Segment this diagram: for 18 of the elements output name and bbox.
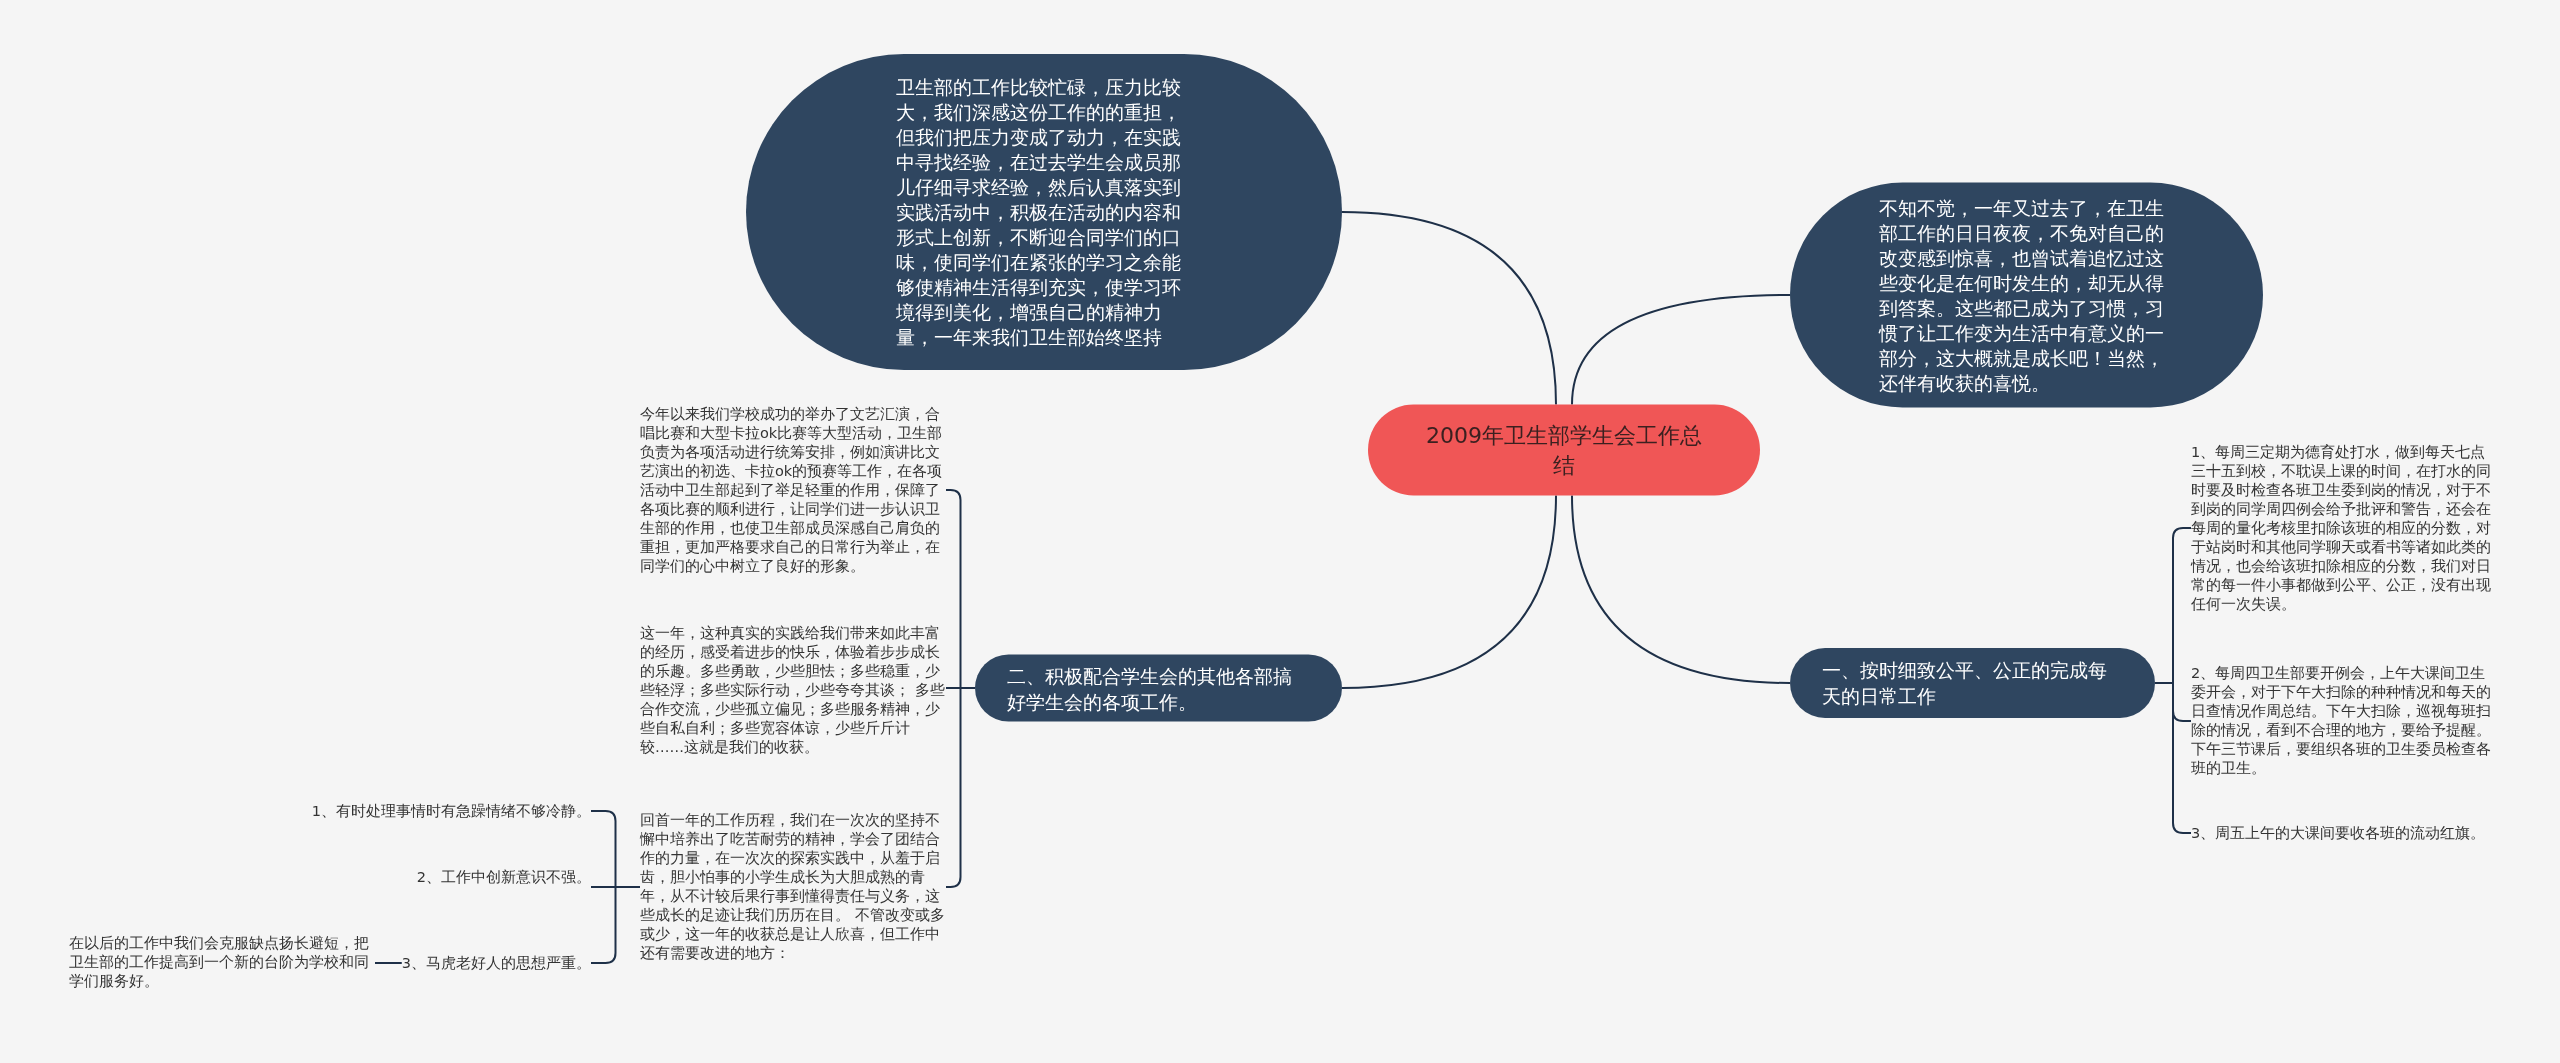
note-text: 回首一年的工作历程，我们在一次次的坚持不懈中培养出了吃苦耐劳的精神，学会了团结合作的力量，在一次次的探索实践中，从羞于启齿，胆小怕事的小学生成长为大胆成熟的青年，从不计较后果行事到懂得责任与义务，这些成长的足迹让我们历历在目。 不管改变或多或少，这一年的收获总是让人欣喜，但工作中还有需要改进的地方： [640,811,946,963]
note-text: 2、每周四卫生部要开例会，上午大课间卫生委开会，对于下午大扫除的种种情况和每天的日查情况作周总结。下午大扫除，巡视每班扫除的情况，看到不合理的地方，要给予提醒。下午三节课后，要组织各班的卫生委员检查各班的卫生。 [2191,664,2497,778]
connector-line [1341,211,1557,406]
connector-line [1341,494,1557,689]
note-text: 今年以来我们学校成功的举办了文艺汇演，合唱比赛和大型卡拉ok比赛等大型活动，卫生部负责为各项活动进行统筹安排，例如演讲比文艺演出的初选、卡拉ok的预赛等工作，在各项活动中卫生部起到了举足轻重的作用，保障了各项比赛的顺利进行，让同学们进一步认识卫生部的作用，也使卫生部成员深感自己肩负的重担，更加严格要求自己的日常行为举止，在同学们的心中树立了良好的形象。 [640,404,946,576]
note-text: 3、马虎老好人的思想严重。 [401,953,591,973]
note-text: 2、工作中创新意识不强。 [416,867,591,887]
note-text: 这一年，这种真实的实践给我们带来如此丰富的经历，感受着进步的快乐，体验着步步成长的乐趣。多些勇敢，少些胆怯；多些稳重，少些轻浮；多些实际行动，少些夸夸其谈； 多些合作交流，少些孤立偏见；多些服务精神，少些自私自利；多些宽容体谅，少些斤斤计较……这就是我们的收获。 [640,623,946,757]
branch-topic: 二、积极配合学生会的其他各部搞好学生会的各项工作。 [975,654,1342,722]
note-text: 在以后的工作中我们会克服缺点扬长避短，把卫生部的工作提高到一个新的台阶为学校和同学们服务好。 [69,933,375,991]
note-text: 1、有时处理事情时有急躁情绪不够冷静。 [311,801,591,821]
connector-line [1571,294,1791,406]
connector-line [374,962,403,964]
branch-topic: 一、按时细致公平、公正的完成每天的日常工作 [1790,648,2155,718]
connector-line [1571,494,1791,684]
note-text: 1、每周三定期为德育处打水，做到每天七点三十五到校，不耽误上课的时间，在打水的同时要及时检查各班卫生委到岗的情况，对于不到岗的同学周四例会给予批评和警告，还会在每周的量化考核里扣除该班的相应的分数，对于站岗时和其他同学聊天或看书等诸如此类的情况，也会给该班扣除相应的分数，我们对日常的每一件小事都做到公平、公正，没有出现任何一次失误。 [2191,442,2497,614]
root-topic: 2009年卫生部学生会工作总结 [1368,404,1760,496]
note-text: 3、周五上午的大课间要收各班的流动红旗。 [2191,823,2486,843]
